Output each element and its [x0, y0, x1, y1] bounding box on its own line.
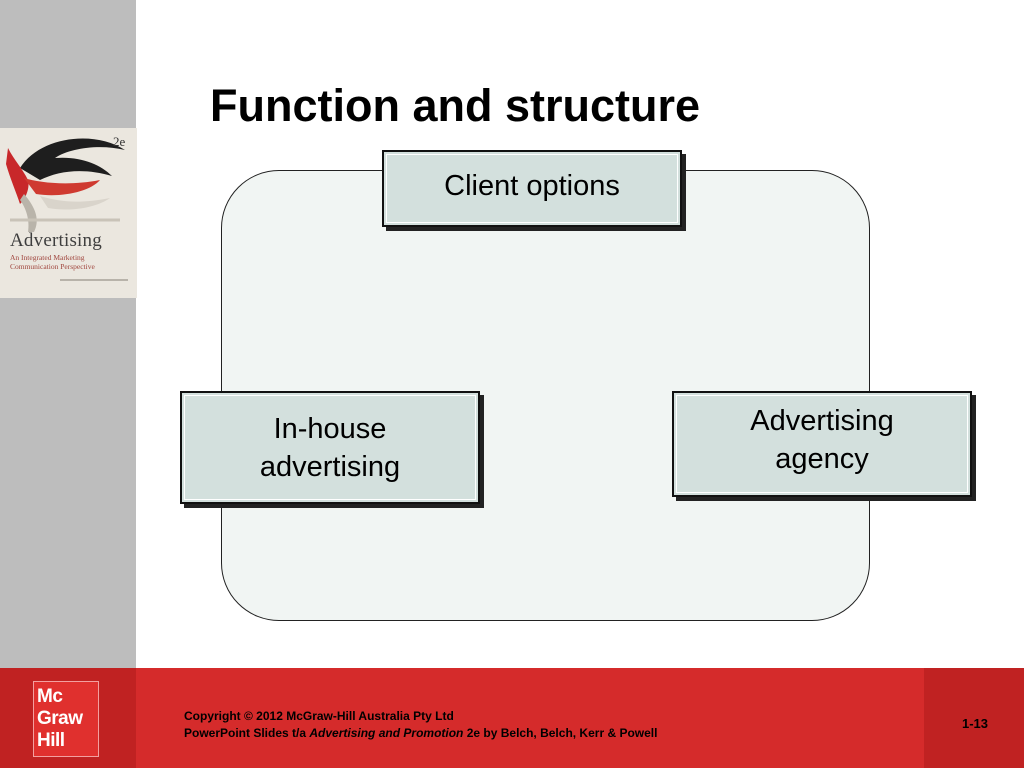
copyright-line-1: Copyright © 2012 McGraw-Hill Australia P… — [184, 709, 454, 723]
copyright-suffix: 2e by Belch, Belch, Kerr & Powell — [463, 726, 658, 740]
mcgraw-hill-logo: Mc Graw Hill — [33, 681, 99, 757]
node-advertising-agency: Advertising agency — [672, 391, 972, 497]
page-number: 1-13 — [962, 716, 989, 731]
node-agency-label: Advertising agency — [750, 405, 894, 475]
slide-title: Function and structure — [210, 80, 701, 131]
footer-right-panel: 1-13 — [924, 668, 1024, 768]
node-in-house-advertising: In-house advertising — [180, 391, 480, 504]
logo-line-graw: Graw — [37, 708, 83, 729]
diagram: Client options In-house advertising Adve… — [180, 150, 972, 621]
logo-line-hill: Hill — [37, 730, 65, 751]
book-name-italic: Advertising and Promotion — [309, 726, 464, 740]
node-in-house-label: In-house advertising — [259, 412, 401, 483]
copyright-line-2: PowerPoint Slides t/a Advertising and Pr… — [184, 725, 657, 742]
book-title: Advertising — [10, 230, 102, 251]
logo-line-mc: Mc — [37, 686, 63, 707]
book-cover-artwork — [0, 128, 137, 298]
footer-bar: Mc Graw Hill Copyright © 2012 McGraw-Hil… — [0, 668, 1024, 768]
node-client-options: Client options — [382, 150, 682, 227]
book-edition: 2e — [113, 134, 126, 149]
book-cover-image: 2e Advertising An Integrated Marketing C… — [0, 128, 137, 298]
copyright-notice: Copyright © 2012 McGraw-Hill Australia P… — [184, 708, 657, 742]
book-subtitle: An Integrated Marketing Communication Pe… — [10, 253, 95, 271]
footer-left-panel: Mc Graw Hill — [0, 668, 136, 768]
left-sidebar — [0, 0, 136, 668]
copyright-prefix: PowerPoint Slides t/a — [184, 726, 310, 740]
